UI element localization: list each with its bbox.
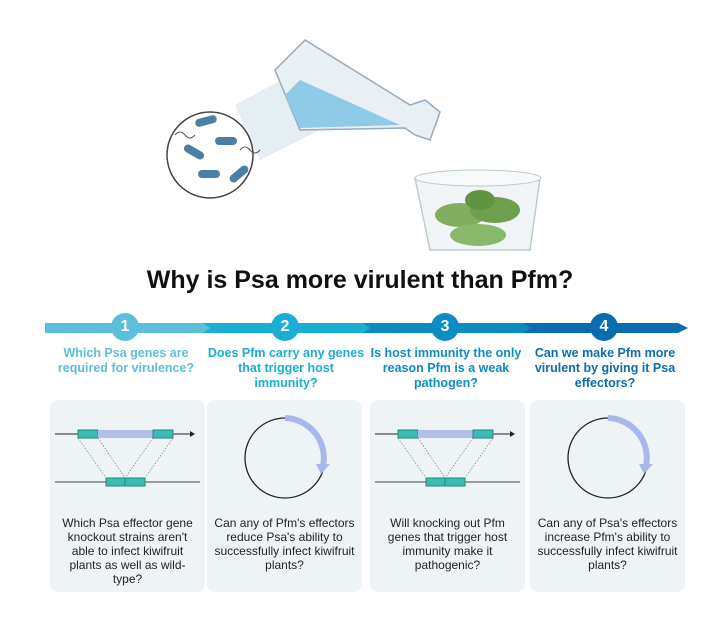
step-number-1: 1 xyxy=(111,313,139,341)
plant-dish-icon xyxy=(414,169,542,251)
plasmid-icon xyxy=(567,415,653,499)
step-card-2: Can any of Pfm's effectors reduce Psa's … xyxy=(207,400,362,592)
step-number-2: 2 xyxy=(271,313,299,341)
step-question-4: Can we make Pfm more virulent by giving … xyxy=(534,346,676,390)
flask-icon xyxy=(274,39,441,141)
step-question-3: Is host immunity the only reason Pfm is … xyxy=(370,346,522,390)
page-title: Why is Psa more virulent than Pfm? xyxy=(146,266,574,294)
step-card-4: Can any of Psa's effectors increase Pfm'… xyxy=(530,400,685,592)
gene-knockout-icon xyxy=(55,429,200,487)
step-detail-2: Can any of Pfm's effectors reduce Psa's … xyxy=(214,516,355,572)
step-card-1: Which Psa effector gene knockout strains… xyxy=(50,400,205,592)
plasmid-icon xyxy=(244,415,330,499)
step-question-2: Does Pfm carry any genes that trigger ho… xyxy=(207,346,365,390)
gene-knockout-icon xyxy=(375,429,520,487)
step-number-3: 3 xyxy=(431,313,459,341)
step-detail-1: Which Psa effector gene knockout strains… xyxy=(62,516,193,586)
step-detail-3: Will knocking out Pfm genes that trigger… xyxy=(387,516,508,572)
step-card-3: Will knocking out Pfm genes that trigger… xyxy=(370,400,525,592)
step-question-1: Which Psa genes are required for virulen… xyxy=(57,346,195,375)
step-number-4: 4 xyxy=(590,313,618,341)
step-detail-4: Can any of Psa's effectors increase Pfm'… xyxy=(537,516,678,572)
illustration xyxy=(166,39,542,251)
